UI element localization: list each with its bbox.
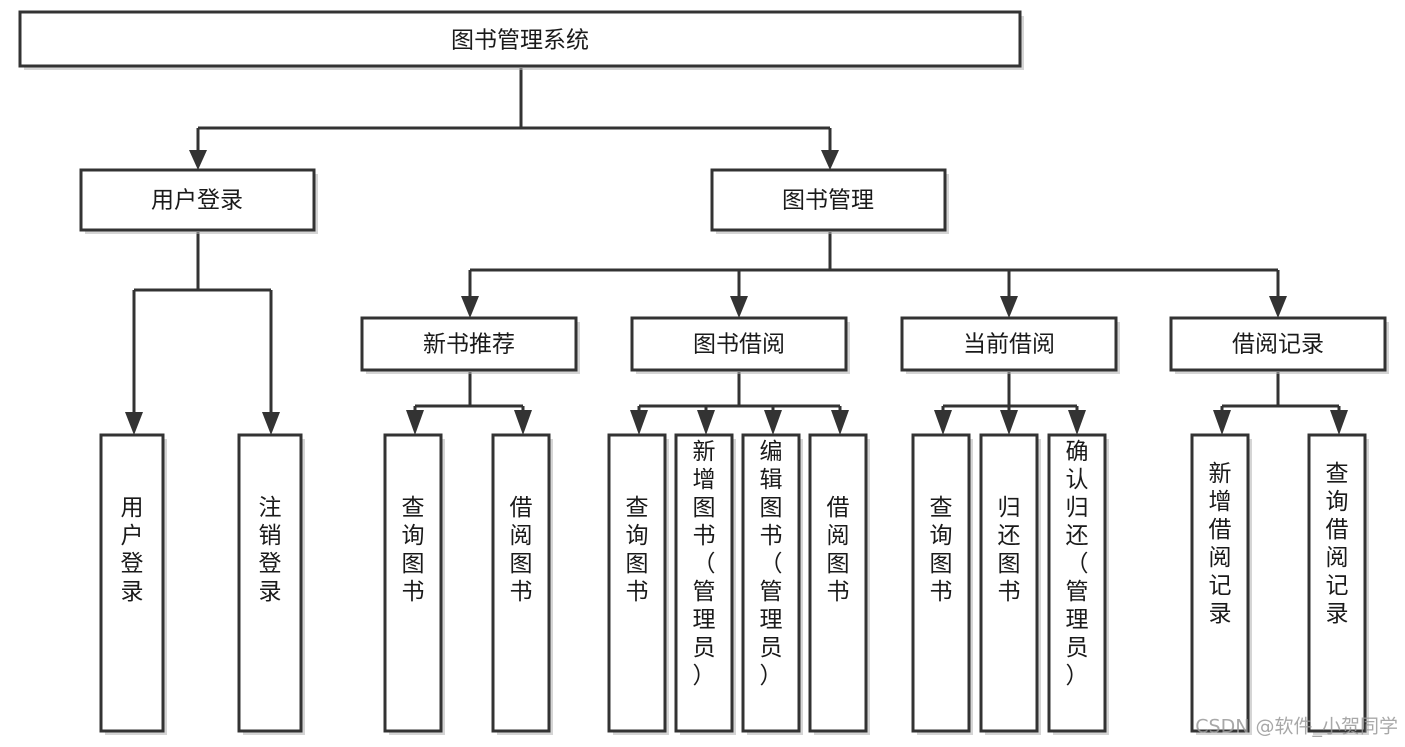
- node-leaf-add-borrow-record[interactable]: 新增借阅记录: [1190, 433, 1252, 735]
- node-root[interactable]: 图书管理系统: [18, 10, 1024, 70]
- arrow-head-icon: [764, 410, 782, 435]
- node-leaf-add-book-admin[interactable]: 新增图书（管理员）: [674, 433, 736, 735]
- node-box: [808, 433, 868, 733]
- arrow-head-icon: [730, 296, 748, 318]
- node-user-login[interactable]: 用户登录: [79, 168, 318, 234]
- node-box: [674, 433, 734, 733]
- node-leaf-user-login[interactable]: 用户登录: [99, 433, 167, 735]
- node-label-current-borrow: 当前借阅: [963, 332, 1055, 358]
- arrow-head-icon: [461, 296, 479, 318]
- node-box: [1169, 316, 1387, 372]
- node-label-book-management: 图书管理: [782, 188, 874, 214]
- arrow-head-icon: [831, 410, 849, 435]
- node-box: [1190, 433, 1250, 733]
- node-leaf-confirm-return-admin[interactable]: 确认归还（管理员）: [1047, 433, 1109, 735]
- node-box: [1047, 433, 1107, 733]
- node-leaf-query-borrow-record[interactable]: 查询借阅记录: [1307, 433, 1369, 735]
- node-box: [383, 433, 443, 733]
- node-label-leaf-query-book-2: 查询图书: [626, 495, 649, 605]
- arrow-head-icon: [1068, 410, 1086, 435]
- node-label-leaf-add-borrow-record: 新增借阅记录: [1209, 461, 1232, 627]
- node-label-user-login: 用户登录: [151, 188, 243, 214]
- node-box: [360, 316, 578, 372]
- node-new-book-recommend[interactable]: 新书推荐: [360, 316, 580, 374]
- node-book-borrow[interactable]: 图书借阅: [630, 316, 850, 374]
- arrow-head-icon: [1000, 410, 1018, 435]
- node-label-leaf-query-book-3: 查询图书: [930, 495, 953, 605]
- node-leaf-return-book[interactable]: 归还图书: [979, 433, 1041, 735]
- arrow-head-icon: [125, 412, 143, 435]
- node-book-management[interactable]: 图书管理: [710, 168, 949, 234]
- node-borrow-record[interactable]: 借阅记录: [1169, 316, 1389, 374]
- node-box: [900, 316, 1118, 372]
- node-box: [18, 10, 1022, 68]
- node-leaf-query-book-2[interactable]: 查询图书: [607, 433, 669, 735]
- node-label-leaf-query-borrow-record: 查询借阅记录: [1326, 461, 1349, 627]
- connector-layer: [125, 68, 1348, 435]
- node-label-leaf-borrow-book-1: 借阅图书: [510, 495, 533, 605]
- node-current-borrow[interactable]: 当前借阅: [900, 316, 1120, 374]
- arrow-head-icon: [630, 410, 648, 435]
- node-box: [79, 168, 316, 232]
- node-box: [630, 316, 848, 372]
- node-label-leaf-edit-book-admin: 编辑图书（管理员）: [760, 439, 783, 689]
- node-label-leaf-confirm-return-admin: 确认归还（管理员）: [1066, 439, 1089, 689]
- node-box: [99, 433, 165, 733]
- arrow-head-icon: [406, 410, 424, 435]
- node-label-root: 图书管理系统: [451, 28, 589, 54]
- watermark-label: CSDN @软件_小贺同学: [1195, 716, 1398, 738]
- node-leaf-query-book-3[interactable]: 查询图书: [911, 433, 973, 735]
- node-label-new-book-recommend: 新书推荐: [423, 332, 515, 358]
- node-label-leaf-user-login: 用户登录: [121, 495, 144, 605]
- arrow-head-icon: [1213, 410, 1231, 435]
- node-box: [491, 433, 551, 733]
- node-leaf-logout[interactable]: 注销登录: [237, 433, 305, 735]
- arrow-head-icon: [514, 410, 532, 435]
- arrow-head-icon: [1000, 296, 1018, 318]
- arrow-head-icon: [1269, 296, 1287, 318]
- node-label-borrow-record: 借阅记录: [1232, 332, 1324, 358]
- node-label-leaf-return-book: 归还图书: [998, 495, 1021, 605]
- arrow-head-icon: [189, 150, 207, 170]
- node-leaf-edit-book-admin[interactable]: 编辑图书（管理员）: [741, 433, 803, 735]
- node-leaf-query-book-1[interactable]: 查询图书: [383, 433, 445, 735]
- node-box: [710, 168, 947, 232]
- node-label-leaf-borrow-book-2: 借阅图书: [827, 495, 850, 605]
- node-leaf-borrow-book-1[interactable]: 借阅图书: [491, 433, 553, 735]
- node-leaf-borrow-book-2[interactable]: 借阅图书: [808, 433, 870, 735]
- node-label-book-borrow: 图书借阅: [693, 332, 785, 358]
- node-box: [607, 433, 667, 733]
- arrow-head-icon: [821, 150, 839, 170]
- node-box: [1307, 433, 1367, 733]
- node-label-leaf-add-book-admin: 新增图书（管理员）: [693, 439, 716, 689]
- arrow-head-icon: [697, 410, 715, 435]
- node-box: [911, 433, 971, 733]
- arrow-head-icon: [1330, 410, 1348, 435]
- arrow-head-icon: [934, 410, 952, 435]
- node-label-leaf-logout: 注销登录: [259, 495, 282, 605]
- node-box: [237, 433, 303, 733]
- node-box: [979, 433, 1039, 733]
- node-box: [741, 433, 801, 733]
- arrow-head-icon: [262, 412, 280, 435]
- node-label-leaf-query-book-1: 查询图书: [402, 495, 425, 605]
